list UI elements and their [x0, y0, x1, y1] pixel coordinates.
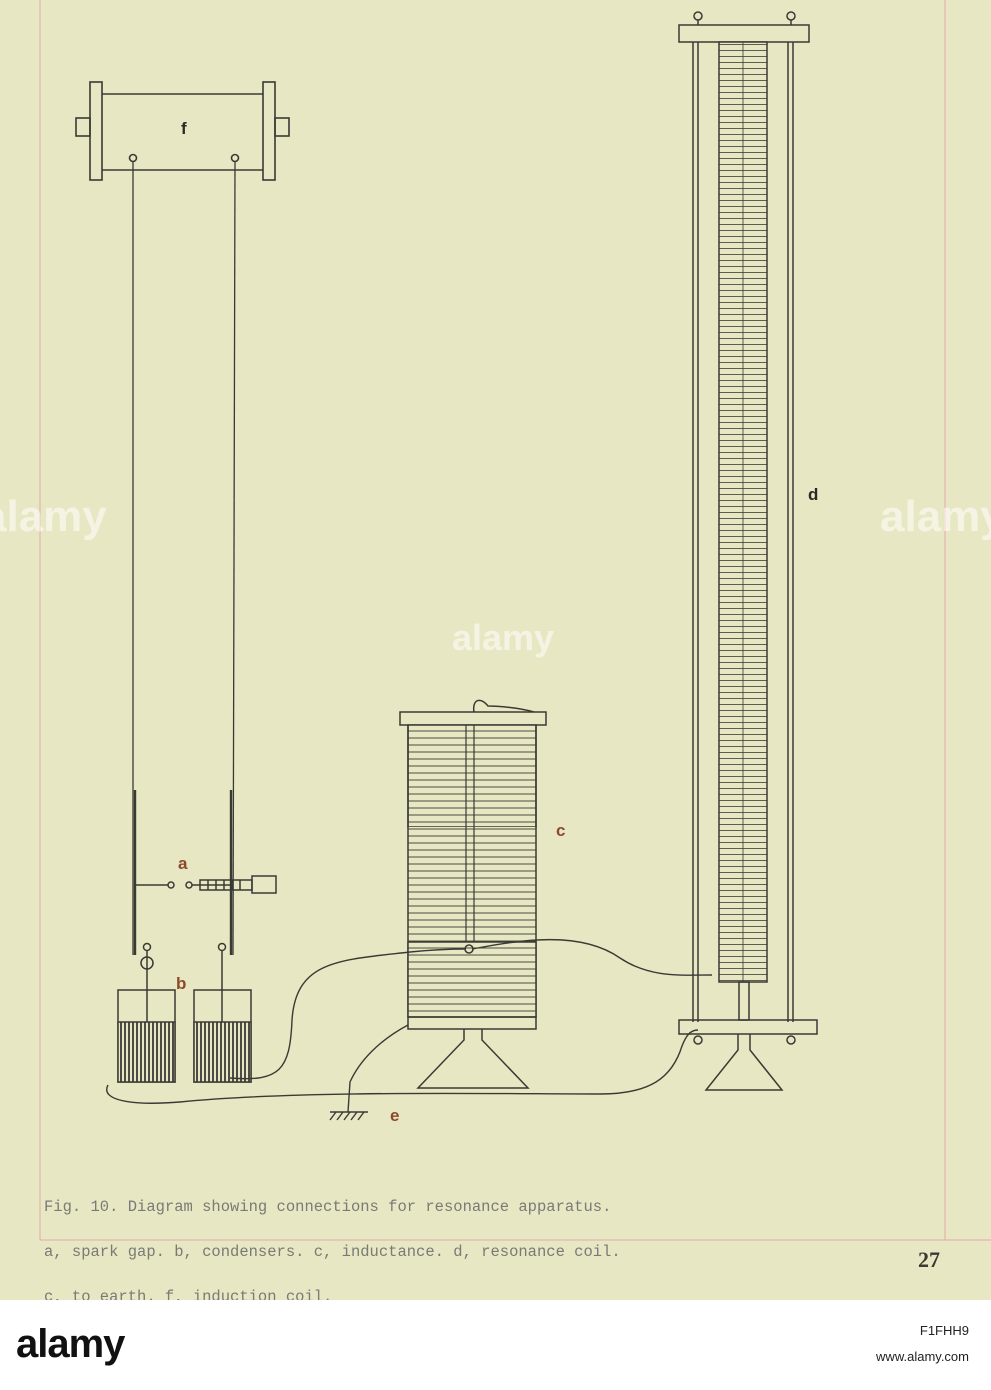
label-e: e	[390, 1106, 399, 1125]
watermark-right: alamy	[880, 492, 991, 541]
connecting-wires	[106, 938, 713, 1121]
stock-url: www.alamy.com	[876, 1349, 969, 1364]
stock-footer: alamy F1FHH9 www.alamy.com	[0, 1300, 991, 1390]
page-border	[39, 0, 991, 1241]
caption-line-2: a, spark gap. b, condensers. c, inductan…	[44, 1243, 621, 1261]
scanned-page: f a b c d e alamy alamy alamy Fig. 10. D…	[0, 0, 991, 1300]
label-f: f	[181, 119, 187, 138]
caption-line-1: Fig. 10. Diagram showing connections for…	[44, 1198, 612, 1216]
stock-meta: F1FHH9 www.alamy.com	[876, 1318, 969, 1370]
label-c: c	[556, 821, 565, 840]
induction-coil-f	[75, 81, 290, 181]
label-b: b	[176, 974, 186, 993]
spark-gap-a	[135, 875, 277, 894]
label-a: a	[178, 854, 188, 873]
figure-caption: Fig. 10. Diagram showing connections for…	[44, 1170, 944, 1300]
watermark-left: alamy	[0, 492, 107, 541]
page-number: 27	[918, 1247, 940, 1272]
condensers-b	[117, 942, 252, 1083]
label-d: d	[808, 485, 818, 504]
inductance-c	[399, 699, 547, 1089]
caption-line-3: c, to earth. f, induction coil.	[44, 1288, 333, 1300]
alamy-logo: alamy	[16, 1322, 125, 1366]
resonance-apparatus-diagram: f a b c d e	[39, 0, 991, 1241]
primary-wires	[132, 160, 236, 956]
resonance-coil-d	[678, 11, 818, 1091]
watermark-center: alamy	[452, 617, 555, 658]
image-id: F1FHH9	[919, 1323, 969, 1338]
